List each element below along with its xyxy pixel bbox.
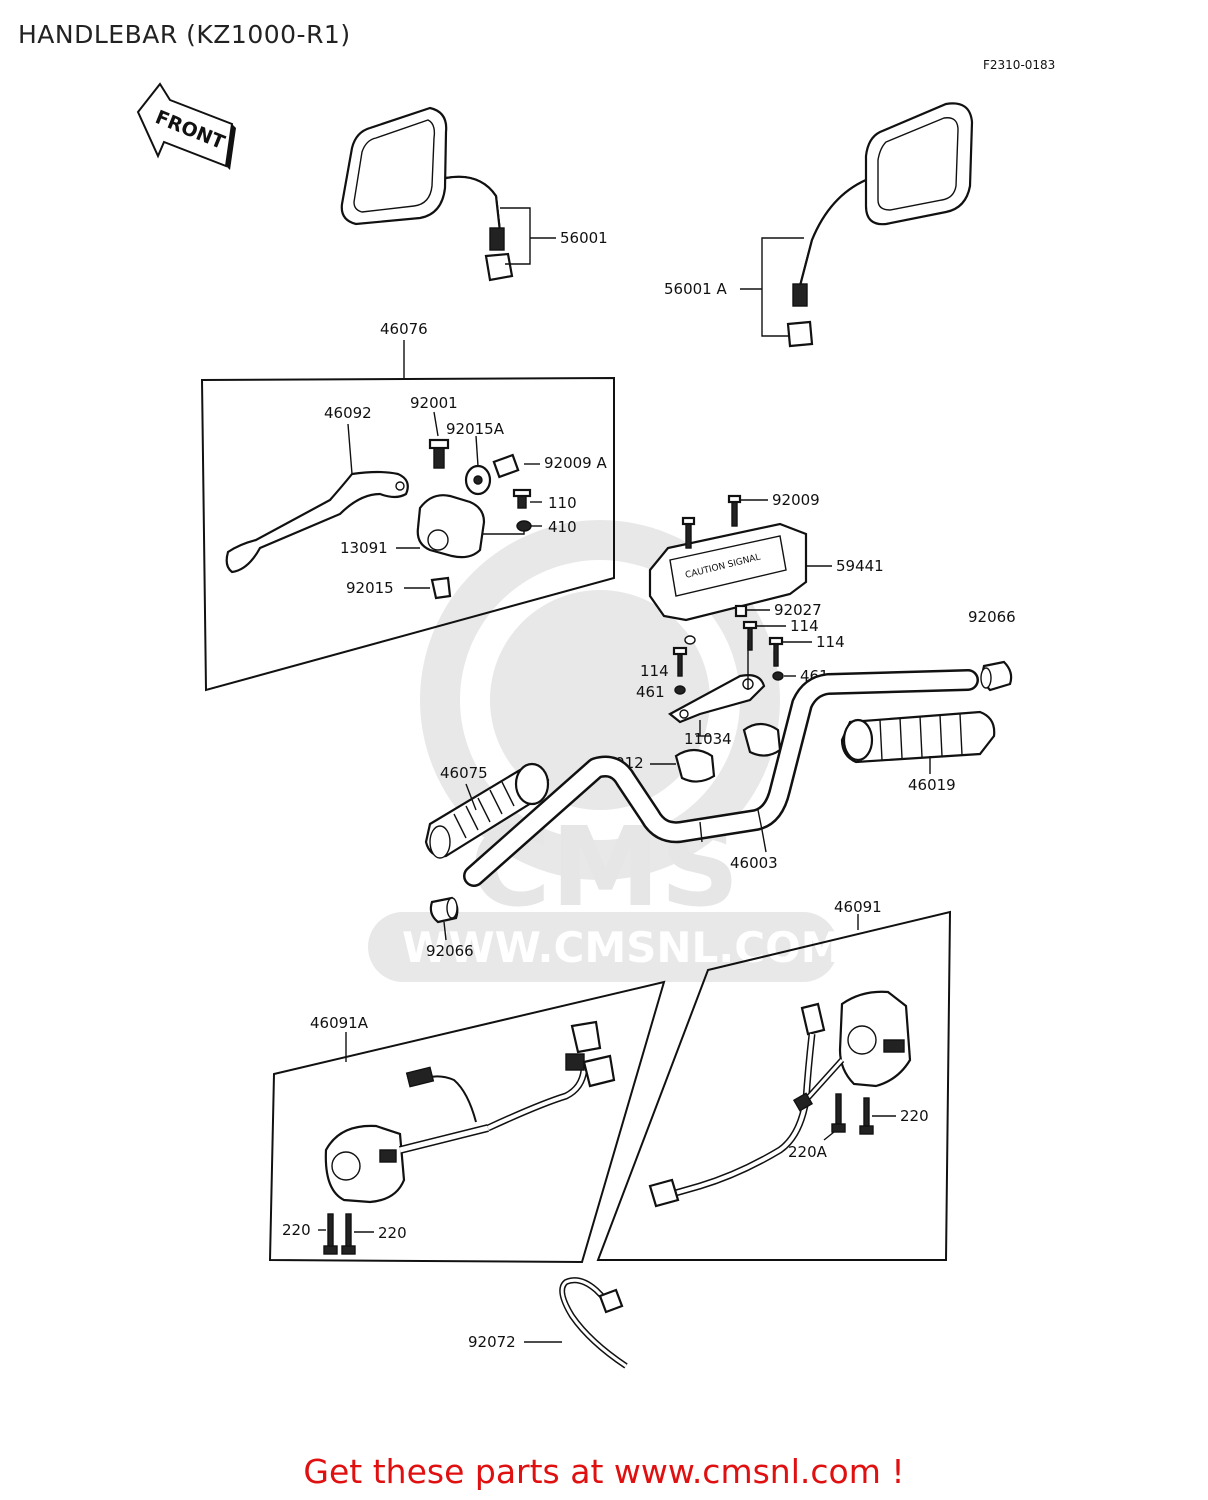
left-switch-assembly-box bbox=[268, 980, 666, 1264]
figure-code: F2310-0183 bbox=[983, 58, 1056, 72]
callout-92066b: 92066 bbox=[426, 942, 474, 960]
right-switch-housing-icon bbox=[648, 990, 912, 1208]
callout-220A: 220A bbox=[788, 1143, 828, 1161]
clutch-lever-icon bbox=[225, 423, 409, 574]
callout-46019: 46019 bbox=[908, 776, 956, 794]
callout-56001A: 56001 A bbox=[664, 280, 727, 298]
right-grip-icon bbox=[840, 710, 996, 774]
page-title: HANDLEBAR (KZ1000-R1) bbox=[18, 20, 351, 49]
callout-410: 410 bbox=[548, 518, 577, 536]
right-switch-assembly-box bbox=[596, 910, 952, 1261]
left-mirror-icon bbox=[340, 106, 556, 282]
callout-46076: 46076 bbox=[380, 320, 428, 338]
callout-220a: 220 bbox=[900, 1107, 929, 1125]
callout-46091A: 46091A bbox=[310, 1014, 369, 1032]
lever-bracket-icon bbox=[396, 411, 542, 600]
handlebar-icon bbox=[463, 669, 979, 887]
callout-92009A: 92009 A bbox=[544, 454, 607, 472]
callout-114b: 114 bbox=[816, 633, 845, 651]
callout-114c: 114 bbox=[640, 662, 669, 680]
callout-220c: 220 bbox=[378, 1224, 407, 1242]
get-parts-link[interactable]: Get these parts at www.cmsnl.com ! bbox=[303, 1452, 905, 1491]
callout-92001: 92001 bbox=[410, 394, 458, 412]
handlebar-end-left-icon bbox=[429, 896, 459, 941]
callout-461a: 461 bbox=[636, 683, 665, 701]
watermark-url-text: WWW.CMSNL.COM bbox=[402, 923, 843, 972]
callout-46091: 46091 bbox=[834, 898, 882, 916]
callout-220b: 220 bbox=[282, 1221, 311, 1239]
callout-56001: 56001 bbox=[560, 229, 608, 247]
callout-92027: 92027 bbox=[774, 601, 822, 619]
callout-11034: 11034 bbox=[684, 730, 732, 748]
callout-114a: 114 bbox=[790, 617, 819, 635]
callout-46075: 46075 bbox=[440, 764, 488, 782]
callout-92015: 92015 bbox=[346, 579, 394, 597]
callout-92009: 92009 bbox=[772, 491, 820, 509]
cable-band-icon bbox=[524, 1277, 628, 1369]
front-arrow-icon: FRONT bbox=[136, 82, 236, 170]
callout-59441: 59441 bbox=[836, 557, 884, 575]
handlebar-cover-icon: CAUTION SIGNAL bbox=[648, 494, 832, 645]
clutch-lever-assembly-box bbox=[200, 340, 615, 692]
left-grip-icon bbox=[424, 762, 550, 859]
handlebar-holder-icon bbox=[650, 604, 812, 783]
right-mirror-icon bbox=[740, 102, 974, 348]
callout-46003: 46003 bbox=[730, 854, 778, 872]
handlebar-end-right-icon bbox=[980, 660, 1013, 692]
callout-92066a: 92066 bbox=[968, 608, 1016, 626]
callout-13091: 13091 bbox=[340, 539, 388, 557]
callout-92072: 92072 bbox=[468, 1333, 516, 1351]
left-switch-housing-icon bbox=[318, 1020, 616, 1255]
callout-110: 110 bbox=[548, 494, 577, 512]
callout-46092: 46092 bbox=[324, 404, 372, 422]
callout-92015A: 92015A bbox=[446, 420, 505, 438]
